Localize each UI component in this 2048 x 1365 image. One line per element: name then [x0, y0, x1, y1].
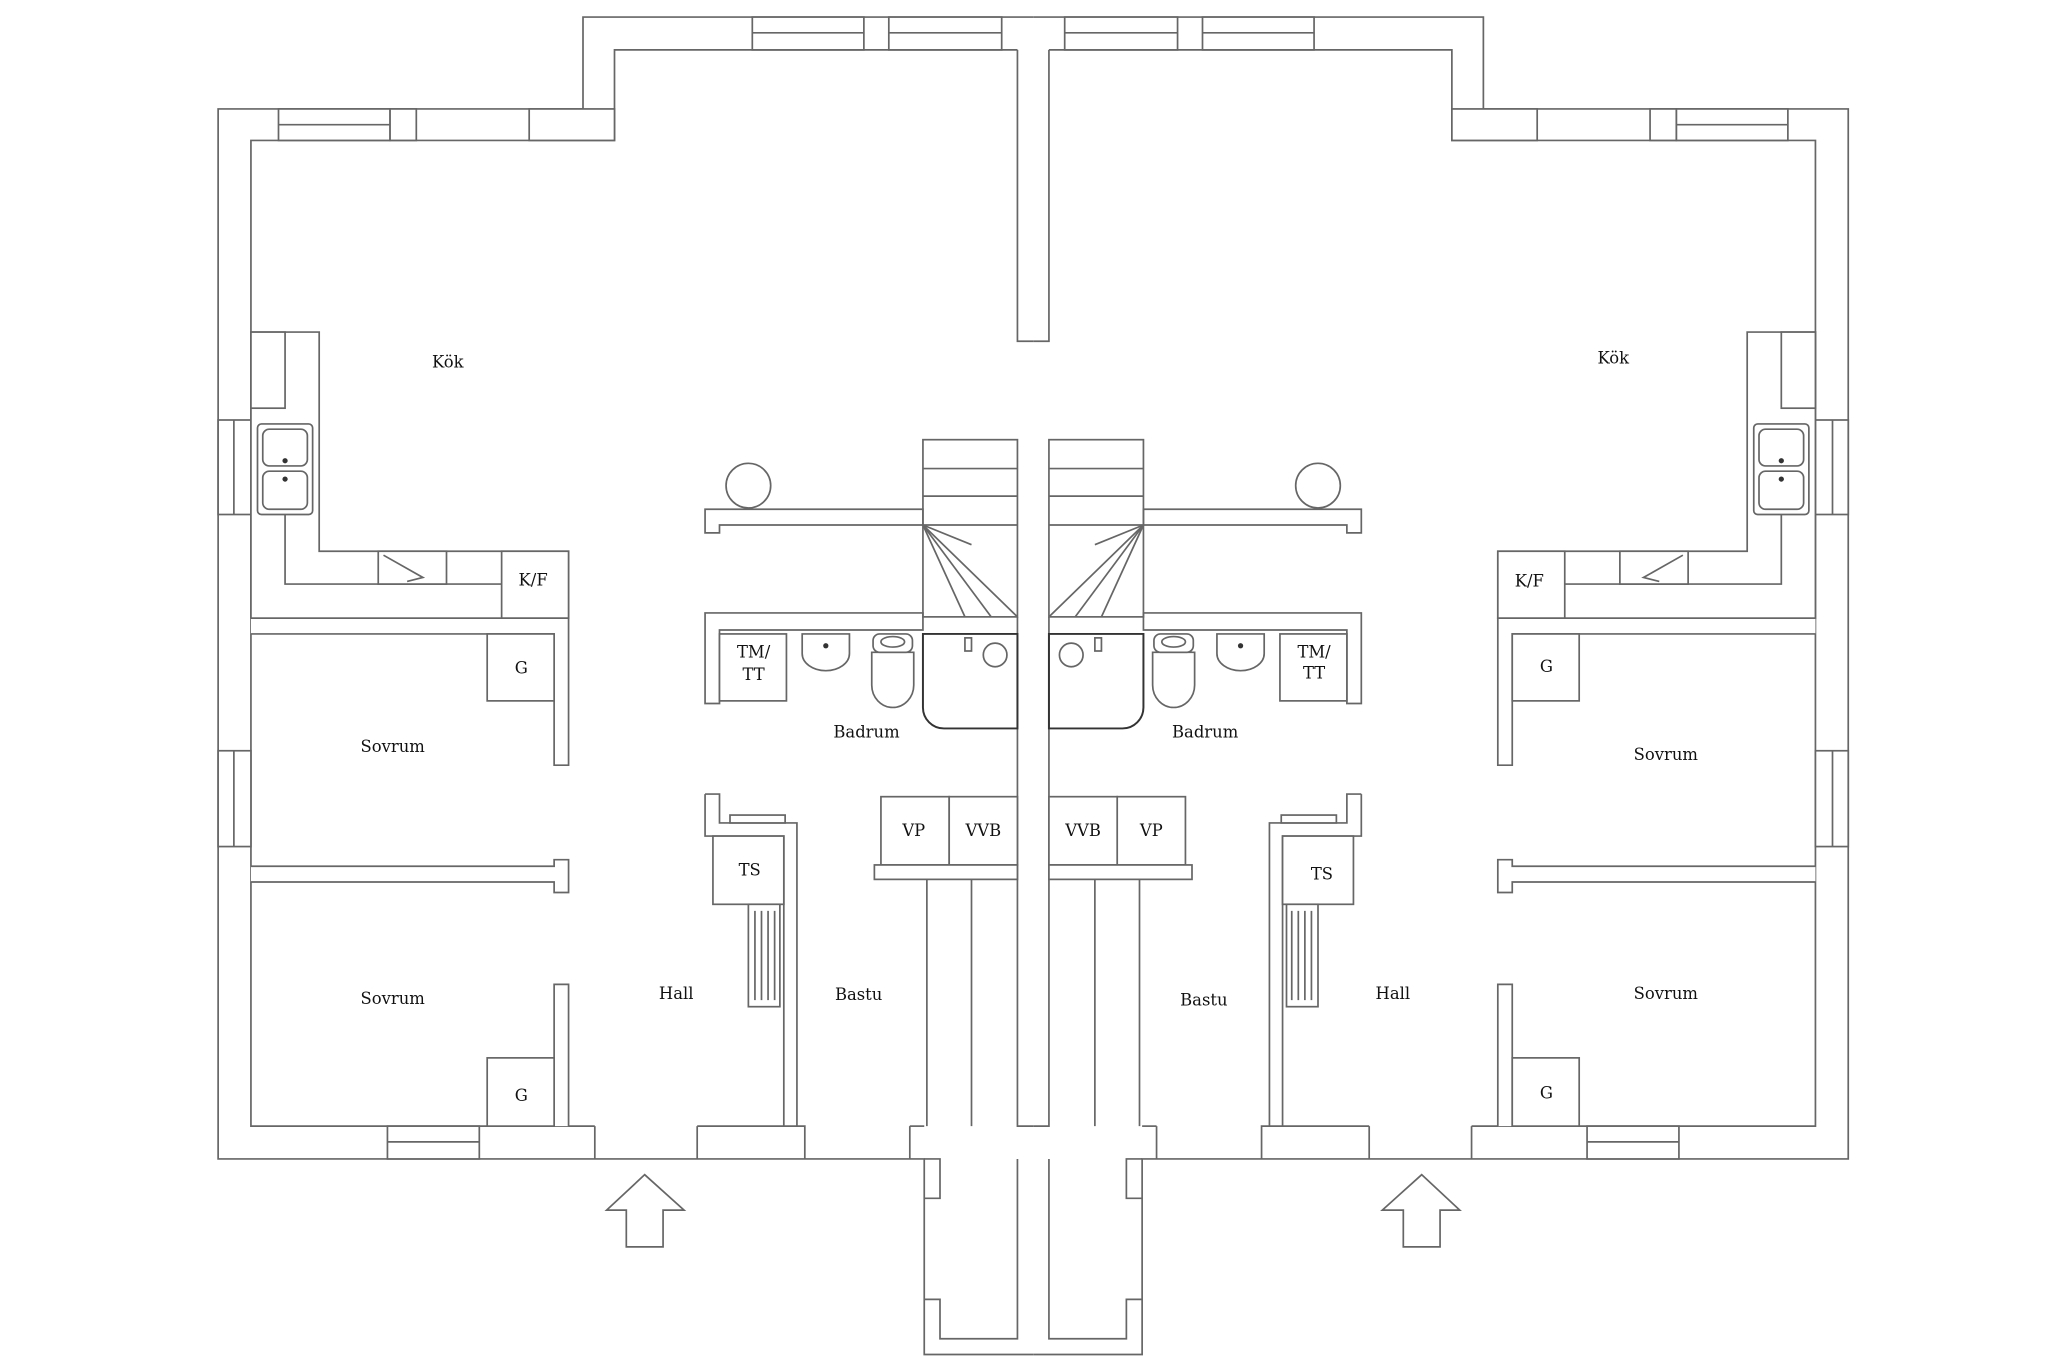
label-washer-dryer: TT [1303, 664, 1325, 683]
label-fridge-freezer: K/F [519, 570, 548, 589]
room-label-hall: Hall [659, 984, 694, 1003]
room-label-kitchen: Kök [1598, 349, 1631, 368]
label-drying-cabinet: TS [739, 860, 761, 879]
label-heat-pump: VP [1139, 821, 1163, 840]
label-washer-dryer: TM/ [1297, 643, 1331, 662]
room-label-bedroom: Sovrum [1634, 984, 1699, 1003]
label-closet: G [515, 1086, 528, 1105]
room-label-bedroom: Sovrum [1634, 745, 1699, 764]
label-water-heater: VVB [1064, 821, 1101, 840]
left-unit-labels: Kök K/F G Sovrum Sovrum G TM/ TT Badrum … [361, 353, 1002, 1106]
room-label-sauna: Bastu [1180, 990, 1227, 1009]
room-label-kitchen: Kök [432, 353, 465, 372]
room-label-bathroom: Badrum [1172, 723, 1239, 742]
room-label-bedroom: Sovrum [361, 989, 426, 1008]
room-label-bathroom: Badrum [833, 723, 900, 742]
room-label-sauna: Bastu [835, 985, 882, 1004]
label-closet: G [1540, 1084, 1553, 1103]
label-heat-pump: VP [901, 821, 925, 840]
right-unit-labels: Kök K/F G Sovrum Sovrum G TM/ TT Badrum … [1064, 349, 1698, 1103]
label-drying-cabinet: TS [1311, 864, 1333, 883]
room-label-bedroom: Sovrum [361, 737, 426, 756]
label-closet: G [515, 658, 528, 677]
room-label-hall: Hall [1376, 984, 1411, 1003]
label-closet: G [1540, 657, 1553, 676]
label-fridge-freezer: K/F [1515, 572, 1544, 591]
label-water-heater: VVB [964, 821, 1001, 840]
left-unit-walls [217, 16, 1035, 1356]
label-washer-dryer: TM/ [737, 643, 771, 662]
right-unit-walls [1032, 16, 1850, 1356]
label-washer-dryer: TT [743, 665, 765, 684]
